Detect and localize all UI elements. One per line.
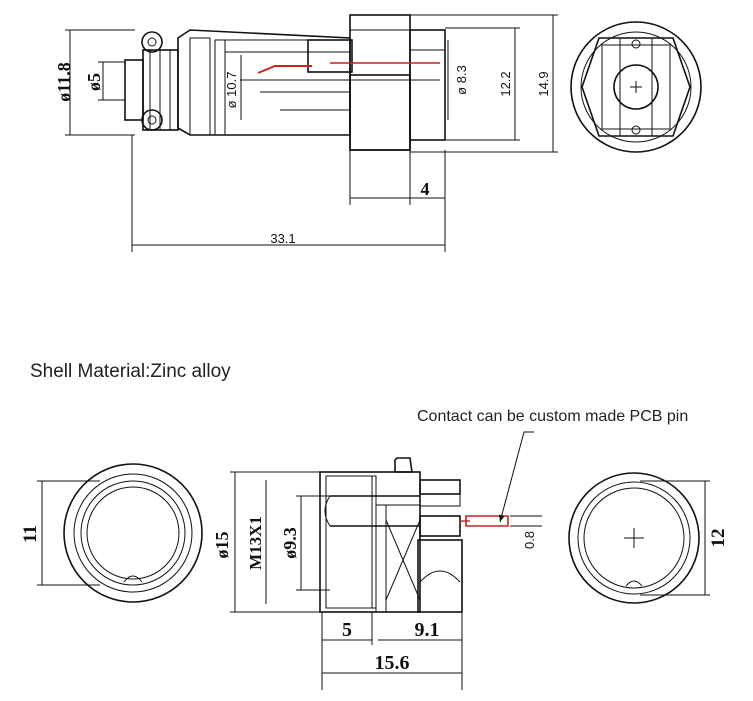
plug-body [177,29,351,136]
dim-rear-dia: 12 [708,529,729,548]
contact-note-caption: Contact can be custom made PCB pin [417,408,689,425]
plug-clamp-left [124,59,144,121]
dim-front-dia: 11 [20,525,41,543]
dim-flange-len: 5 [342,619,352,641]
coupling-nut [349,14,411,151]
dim-pcb-pin: 0.8 [522,531,537,549]
dim-inner-dia: ø 10.7 [224,72,239,109]
dim-thread: M13X1 [246,516,265,570]
screw-ear-bottom [141,109,163,131]
dim-pin-dia: ø5 [84,73,104,91]
socket-rear-view: 12 [568,472,729,604]
socket-front-view: 11 [20,463,203,603]
plug-end-view [570,21,702,153]
dim-height-12-2: 12.2 [498,71,513,96]
socket-dimensions: ø15 M13X1 ø9.3 0.8 5 9.1 15.6 [212,471,542,690]
dim-overall-len: 33.1 [270,231,295,246]
plug-side-view [124,14,446,151]
dim-height-14-9: 14.9 [536,71,551,96]
socket-flange [319,471,421,613]
socket-section-view [319,431,534,613]
dim-body-len: 9.1 [415,619,440,641]
plug-dimensions: ø11.8 ø5 ø 10.7 ø 8.3 12.2 14.9 4 33.1 [54,14,558,252]
dim-overall-len-socket: 15.6 [375,652,410,674]
screw-ear-top [141,31,163,53]
shell-material-caption: Shell Material:Zinc alloy [30,361,231,382]
dim-thread-len: 4 [421,179,430,199]
dim-overall-dia: ø11.8 [54,62,74,102]
dim-flange-dia: ø15 [212,532,232,559]
dim-bore-dia: ø9.3 [280,527,300,559]
dim-sleeve-dia: ø 8.3 [454,65,469,95]
